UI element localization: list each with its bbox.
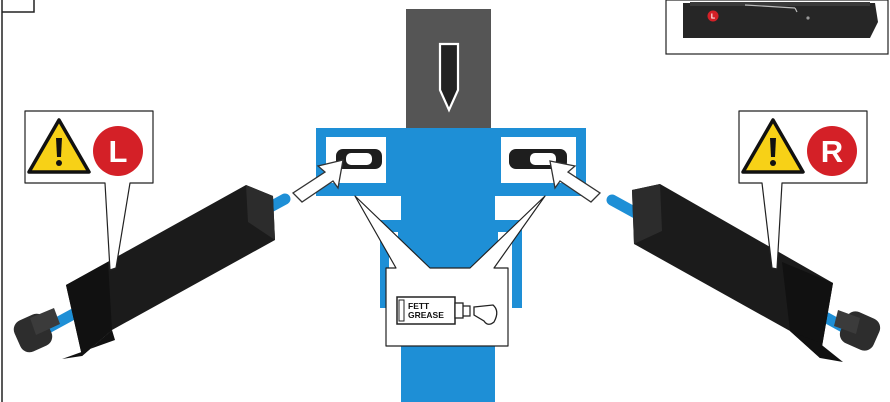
- grease-callout: FETT GREASE: [354, 195, 546, 347]
- warning-triangle-icon: [741, 118, 805, 174]
- left-warning-callout: L: [24, 110, 154, 271]
- pointer-arrow-icon: [291, 159, 344, 203]
- grease-tube-icon: [396, 296, 498, 325]
- pointer-arrow-icon: [549, 160, 602, 203]
- warning-triangle-icon: [27, 118, 91, 174]
- left-side-badge: [93, 126, 143, 176]
- down-arrow-icon: [438, 42, 460, 113]
- frame-corner-tab: [2, 0, 35, 13]
- right-warning-callout: R: [738, 110, 868, 270]
- inset-photo: L: [665, 0, 889, 55]
- inset-side-label: L: [711, 14, 716, 21]
- right-side-label: R: [821, 134, 843, 169]
- left-side-label: L: [109, 134, 128, 169]
- inset-side-badge: [707, 10, 719, 22]
- lift-carriage: [316, 128, 586, 402]
- right-lift-arm: [606, 184, 881, 362]
- left-lift-arm: [13, 185, 291, 359]
- grease-label-grease: GREASE: [408, 310, 444, 320]
- grease-label-fett: FETT: [408, 301, 430, 311]
- right-side-badge: [807, 126, 857, 176]
